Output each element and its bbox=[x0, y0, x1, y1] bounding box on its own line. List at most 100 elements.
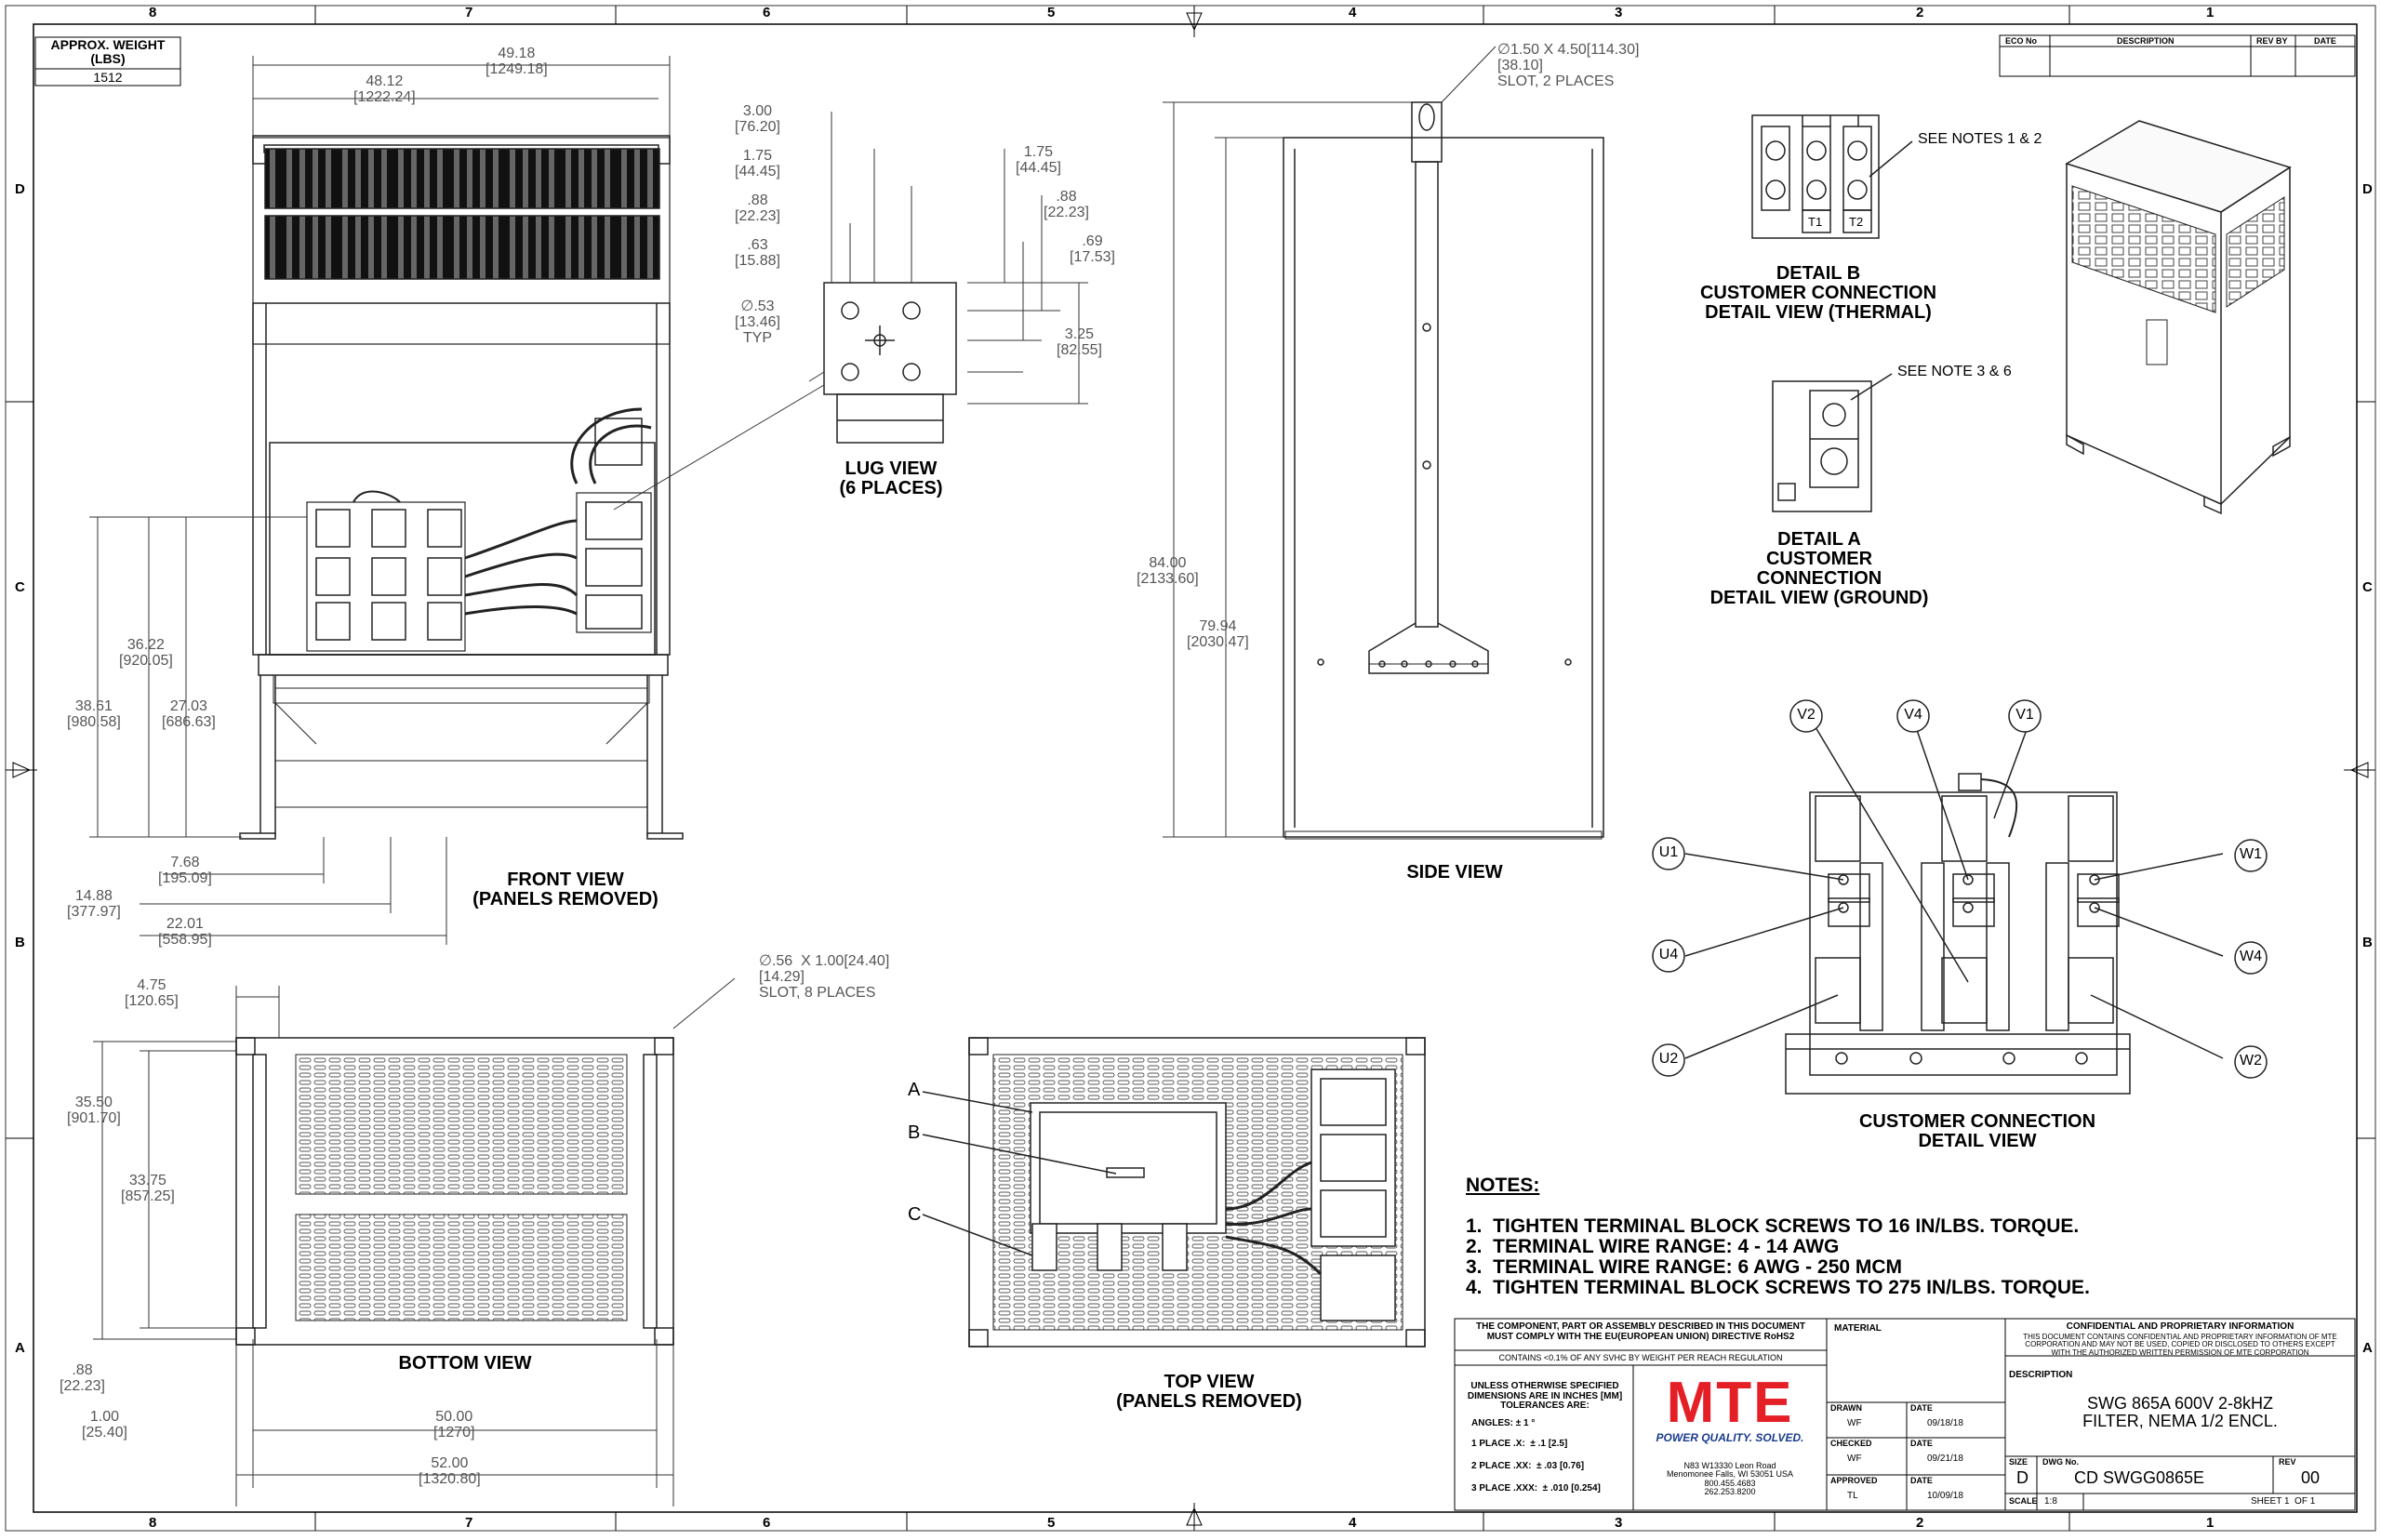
rohs-statement: THE COMPONENT, PART OR ASSEMBLY DESCRIBE… bbox=[1476, 1321, 1805, 1342]
rev-label: REV bbox=[2279, 1457, 2296, 1467]
callout-t2: T2 bbox=[1849, 215, 1864, 229]
dim-7-68: 7.68 [195.09] bbox=[158, 855, 212, 886]
customer-connection-drawing bbox=[1684, 726, 2224, 1095]
rev-table-revby-header: REV BY bbox=[2256, 36, 2288, 46]
approved-date-label: DATE bbox=[1910, 1476, 1933, 1485]
material-label: MATERIAL bbox=[1834, 1323, 1882, 1334]
dim-lug-3-25: 3.25 [82.55] bbox=[1057, 326, 1102, 358]
dim-14-88: 14.88 [377.97] bbox=[67, 888, 121, 920]
callout-see-note-3-6: SEE NOTE 3 & 6 bbox=[1897, 364, 2012, 379]
mte-logo: MTE bbox=[1666, 1371, 1794, 1435]
dim-bottom-slot: ∅.56 X 1.00[24.40] [14.29] SLOT, 8 PLACE… bbox=[759, 953, 890, 1001]
drawn-label: DRAWN bbox=[1830, 1403, 1862, 1413]
drawn-date-label: DATE bbox=[1910, 1403, 1933, 1413]
zone-col-8-bottom: 8 bbox=[149, 1515, 157, 1531]
detail-a-title: DETAIL A CUSTOMER CONNECTION DETAIL VIEW… bbox=[1709, 529, 1929, 608]
dim-side-slot: ∅1.50 X 4.50[114.30] [38.10] SLOT, 2 PLA… bbox=[1497, 42, 1640, 89]
top-view-title: TOP VIEW (PANELS REMOVED) bbox=[1116, 1372, 1302, 1412]
detail-b-title: DETAIL B CUSTOMER CONNECTION DETAIL VIEW… bbox=[1699, 263, 1937, 323]
dim-lug-69: .69 [17.53] bbox=[1070, 233, 1115, 265]
side-view-drawing bbox=[1283, 101, 1604, 840]
zone-col-1-top: 1 bbox=[2206, 5, 2215, 20]
front-view-drawing bbox=[239, 135, 684, 840]
checked-date-label: DATE bbox=[1910, 1439, 1933, 1448]
drawn-by: WF bbox=[1847, 1418, 1862, 1428]
checked-date: 09/21/18 bbox=[1927, 1454, 1963, 1464]
zone-row-c-right: C bbox=[2362, 579, 2373, 595]
note-1: 1. TIGHTEN TERMINAL BLOCK SCREWS TO 16 I… bbox=[1466, 1215, 2080, 1237]
weight-box-frame bbox=[34, 36, 181, 86]
dim-side-79-94: 79.94 [2030.47] bbox=[1187, 618, 1249, 650]
drawing-description: SWG 865A 600V 2-8kHZ FILTER, NEMA 1/2 EN… bbox=[2082, 1394, 2278, 1430]
dim-lug-88b: .88 [22.23] bbox=[1044, 189, 1089, 220]
approved-by: TL bbox=[1847, 1491, 1858, 1501]
checked-label: CHECKED bbox=[1830, 1439, 1872, 1448]
side-view-title: SIDE VIEW bbox=[1406, 862, 1503, 883]
dim-bottom-50: 50.00 [1270] bbox=[433, 1409, 475, 1440]
dim-lug-88a: .88 [22.23] bbox=[735, 192, 780, 224]
callout-t1: T1 bbox=[1808, 215, 1823, 229]
zone-col-2-top: 2 bbox=[1916, 5, 1924, 20]
notes-heading: NOTES: bbox=[1466, 1175, 1540, 1196]
lug-dim-lines bbox=[613, 112, 1088, 511]
terminal-v2: V2 bbox=[1797, 707, 1816, 723]
bottom-dim-lines bbox=[93, 977, 736, 1507]
side-dim-lines bbox=[1163, 46, 1496, 838]
zone-row-b-right: B bbox=[2362, 935, 2373, 950]
callout-see-notes-1-2: SEE NOTES 1 & 2 bbox=[1918, 131, 2042, 147]
zone-col-7-bottom: 7 bbox=[465, 1515, 473, 1531]
zone-col-3-top: 3 bbox=[1615, 5, 1623, 20]
tolerance-2-place: 2 PLACE .XX: ± .03 [0.76] bbox=[1471, 1461, 1585, 1471]
detail-a-drawing bbox=[1772, 373, 1893, 512]
sheet-number: SHEET 1 OF 1 bbox=[2251, 1496, 2316, 1507]
bottom-view-drawing bbox=[235, 1037, 674, 1346]
dim-48-12: 48.12 [1222.24] bbox=[353, 73, 416, 105]
lug-view-title: LUG VIEW (6 PLACES) bbox=[839, 458, 943, 498]
mte-tagline: POWER QUALITY. SOLVED. bbox=[1656, 1431, 1804, 1444]
dim-side-84: 84.00 [2133.60] bbox=[1137, 555, 1199, 587]
terminal-w1: W1 bbox=[2240, 846, 2262, 862]
zone-col-6-top: 6 bbox=[763, 5, 771, 20]
rev-table-eco-header: ECO No bbox=[2005, 36, 2038, 46]
tolerance-angles: ANGLES: ± 1 ° bbox=[1471, 1418, 1536, 1428]
drawn-date: 09/18/18 bbox=[1927, 1418, 1963, 1428]
zone-row-a-left: A bbox=[15, 1340, 25, 1356]
sheet-border bbox=[5, 5, 2376, 1532]
bottom-view-title: BOTTOM VIEW bbox=[398, 1353, 532, 1374]
zone-row-a-right: A bbox=[2362, 1340, 2373, 1356]
zone-col-5-bottom: 5 bbox=[1047, 1515, 1056, 1531]
front-dim-lines bbox=[89, 56, 671, 945]
size-label: SIZE bbox=[2009, 1457, 2029, 1467]
terminal-markers bbox=[1652, 699, 2268, 1079]
rev-table-date-header: DATE bbox=[2314, 36, 2336, 46]
zone-col-5-top: 5 bbox=[1047, 5, 1056, 20]
centering-marks bbox=[6, 6, 2375, 1531]
reach-statement: CONTAINS <0.1% OF ANY SVHC BY WEIGHT PER… bbox=[1498, 1353, 1783, 1362]
isometric-enclosure bbox=[2065, 120, 2292, 515]
note-4: 4. TIGHTEN TERMINAL BLOCK SCREWS TO 275 … bbox=[1466, 1277, 2090, 1298]
dim-38-61: 38.61 [980.58] bbox=[67, 698, 121, 730]
top-view-drawing bbox=[922, 1037, 1426, 1348]
zone-col-8-top: 8 bbox=[149, 5, 157, 20]
dim-bottom-1-00: 1.00 [25.40] bbox=[82, 1409, 127, 1440]
callout-a: A bbox=[908, 1080, 921, 1100]
zone-col-4-top: 4 bbox=[1349, 5, 1357, 20]
terminal-v1: V1 bbox=[2015, 707, 2034, 723]
terminal-u2: U2 bbox=[1658, 1051, 1679, 1067]
drawing-revision: 00 bbox=[2301, 1468, 2321, 1487]
zone-col-1-bottom: 1 bbox=[2206, 1515, 2215, 1531]
detail-b-drawing bbox=[1751, 114, 1913, 239]
scale-label: SCALE bbox=[2009, 1496, 2038, 1506]
dim-bottom-4-75: 4.75 [120.65] bbox=[125, 977, 179, 1009]
zone-row-d-right: D bbox=[2362, 181, 2373, 197]
zone-col-4-bottom: 4 bbox=[1349, 1515, 1357, 1531]
title-block-grid bbox=[1454, 1318, 2356, 1511]
weight-box-value: 1512 bbox=[93, 70, 123, 85]
dim-lug-1-75a: 1.75 [44.45] bbox=[735, 148, 780, 179]
drawing-number: CD SWGG0865E bbox=[2074, 1468, 2205, 1487]
front-view-title: FRONT VIEW (PANELS REMOVED) bbox=[472, 870, 658, 909]
terminal-v4: V4 bbox=[1904, 707, 1922, 723]
dwg-no-label: DWG No. bbox=[2042, 1457, 2079, 1467]
tolerance-3-place: 3 PLACE .XXX: ± .010 [0.254] bbox=[1471, 1483, 1601, 1494]
